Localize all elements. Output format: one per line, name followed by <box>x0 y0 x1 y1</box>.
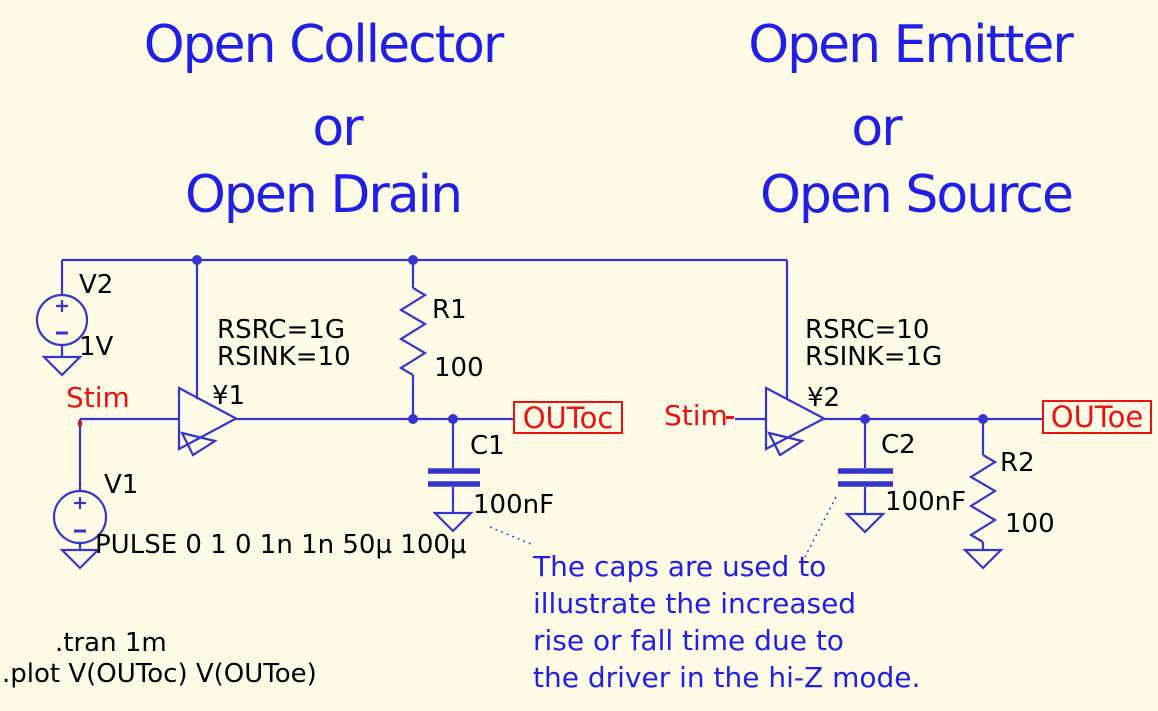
buffer1-symbol[interactable] <box>80 260 239 457</box>
r2-resistor-symbol[interactable] <box>968 419 998 550</box>
title-right-line1[interactable]: Open Emitter <box>748 15 1074 75</box>
r1-name-label[interactable]: R1 <box>432 295 467 325</box>
buffer1-param1-label[interactable]: RSRC=1G <box>217 315 345 345</box>
r1-value-label[interactable]: 100 <box>434 353 484 383</box>
net-label-outoc-text: OUToc <box>522 400 614 435</box>
c1-name-label[interactable]: C1 <box>470 431 505 461</box>
c2-value-label[interactable]: 100nF <box>885 487 967 517</box>
caps-note-line1: The caps are used to <box>533 550 827 583</box>
c1-capacitor-symbol[interactable] <box>428 419 480 513</box>
net-label-stim-right[interactable]: Stim <box>664 399 728 432</box>
title-left-line1[interactable]: Open Collector <box>143 15 505 75</box>
title-left-line3[interactable]: Open Drain <box>184 165 463 225</box>
v1-value-label[interactable]: PULSE 0 1 0 1n 1n 50µ 100µ <box>95 530 467 560</box>
v2-name-label[interactable]: V2 <box>79 270 114 300</box>
net-label-outoc[interactable]: OUToc <box>513 400 623 435</box>
junction-dots <box>192 255 988 424</box>
directive-plot[interactable]: .plot V(OUToc) V(OUToe) <box>2 659 317 689</box>
caps-note-line2: illustrate the increased <box>533 587 857 620</box>
ground-icon[interactable] <box>432 511 474 533</box>
buffer2-param1-label[interactable]: RSRC=10 <box>805 315 930 345</box>
net-label-anchors <box>78 416 734 426</box>
buffer1-name-label[interactable]: ¥1 <box>212 381 246 411</box>
c2-capacitor-symbol[interactable] <box>838 419 893 514</box>
caps-note-line4: the driver in the hi-Z mode. <box>533 661 921 694</box>
buffer2-symbol[interactable] <box>735 386 827 457</box>
c1-value-label[interactable]: 100nF <box>473 490 555 520</box>
r2-value-label[interactable]: 100 <box>1005 509 1055 539</box>
v1-voltage-source-symbol[interactable] <box>52 419 108 550</box>
caps-note-line3: rise or fall time due to <box>533 624 844 657</box>
net-label-outoe[interactable]: OUToe <box>1042 400 1152 434</box>
buffer1-param2-label[interactable]: RSINK=10 <box>217 342 351 372</box>
ground-icon[interactable] <box>844 512 886 534</box>
title-right-line3[interactable]: Open Source <box>759 165 1074 225</box>
net-label-outoe-text: OUToe <box>1050 400 1144 434</box>
directive-tran[interactable]: .tran 1m <box>55 628 167 658</box>
r1-resistor-symbol[interactable] <box>398 260 428 419</box>
title-right-line2[interactable]: or <box>851 98 902 158</box>
caps-note[interactable]: The caps are used to illustrate the incr… <box>533 548 920 696</box>
note-leader-lines <box>489 496 837 558</box>
ground-icon[interactable] <box>962 548 1004 570</box>
ground-icon[interactable] <box>41 355 83 377</box>
v2-voltage-source-symbol[interactable] <box>35 260 89 357</box>
v1-name-label[interactable]: V1 <box>104 470 139 500</box>
ground-icon[interactable] <box>59 548 101 570</box>
title-left-line2[interactable]: or <box>312 98 363 158</box>
net-label-stim-left[interactable]: Stim <box>66 381 130 414</box>
v2-value-label[interactable]: 1V <box>79 332 114 362</box>
buffer2-name-label[interactable]: ¥2 <box>807 383 841 413</box>
r2-name-label[interactable]: R2 <box>1000 448 1035 478</box>
top-rail-wire[interactable] <box>62 258 789 400</box>
buffer2-param2-label[interactable]: RSINK=1G <box>805 342 943 372</box>
c2-name-label[interactable]: C2 <box>881 430 916 460</box>
